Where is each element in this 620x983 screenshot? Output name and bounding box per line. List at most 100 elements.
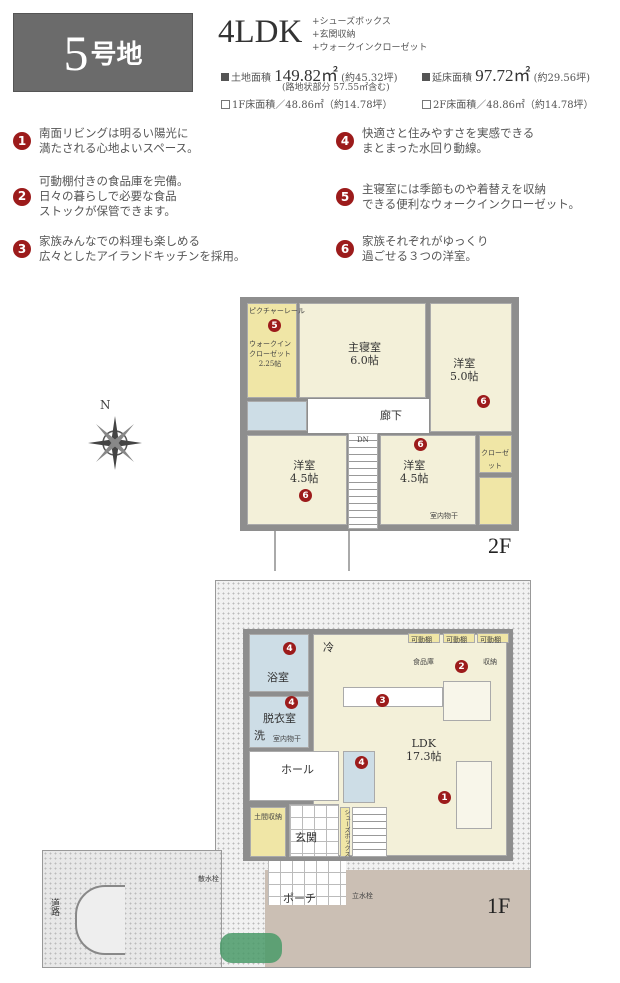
master-bedroom <box>299 303 426 398</box>
floor2-area: 2F床面積／48.86㎡（約14.78坪） <box>422 96 594 111</box>
walk-in-closet <box>247 303 297 398</box>
marker-3-icon: 3 <box>376 694 389 707</box>
square-icon <box>221 73 229 81</box>
indoor-drying-label: 室内物干 <box>273 735 301 743</box>
floor1-area-text: 1F床面積／48.86㎡（約14.78坪） <box>232 100 393 111</box>
hallway <box>308 399 429 433</box>
doma-storage-label: 土間収納 <box>254 813 282 821</box>
extra-item: +玄関収納 <box>312 30 356 40</box>
total-floor-value: 97.72㎡ <box>475 66 531 85</box>
feature-line: 主寝室には季節ものや着替えを収納 <box>362 182 546 196</box>
feature-line: できる便利なウォークインクローゼット。 <box>362 197 581 211</box>
square-icon <box>422 73 430 81</box>
porch-label: ポーチ <box>283 892 316 905</box>
feature-line: まとまった水回り動線。 <box>362 141 489 155</box>
extra-item: +シューズボックス <box>312 17 391 27</box>
wic-name: クローゼット <box>249 350 291 358</box>
shoebox-label: シューズボックス <box>343 809 350 857</box>
western-room-45-left <box>247 435 347 525</box>
marker-6-icon: 6 <box>477 395 490 408</box>
balcony-post <box>348 531 350 571</box>
feature-line: 可動棚付きの食品庫を完備。 <box>39 174 189 188</box>
entrance-label: 玄関 <box>295 831 317 844</box>
extra-item: +ウォークインクローゼット <box>312 43 428 53</box>
room-name: 洋室 <box>293 459 316 472</box>
hall-label: ホール <box>281 763 314 776</box>
number-badge-icon: 2 <box>13 187 31 206</box>
total-floor-label: 延床面積 <box>432 73 472 84</box>
hallway-label: 廊下 <box>380 409 402 422</box>
stairs-down-label: DN <box>357 436 369 444</box>
marker-6-icon: 6 <box>414 438 427 451</box>
washer-label: 洗 <box>254 729 265 742</box>
floor-label-2f: 2F <box>488 533 512 558</box>
land-area-label: 土地面積 <box>231 73 271 84</box>
room-size: 5.0帖 <box>450 370 479 383</box>
wic-name: ウォークイン <box>249 340 291 348</box>
marker-4-icon: 4 <box>283 642 296 655</box>
fridge-label: 冷 <box>323 641 334 654</box>
bathroom <box>249 634 309 692</box>
feature-line: 快適さと住みやすさを実感できる <box>362 126 535 140</box>
land-area-tsubo: (約45.32坪) <box>341 73 398 84</box>
staircase <box>348 433 378 529</box>
staircase <box>352 807 387 857</box>
shelf-label: 可動棚 <box>411 636 432 644</box>
standing-tap-label: 立水栓 <box>352 892 373 900</box>
feature-5: 5 主寝室には季節ものや着替えを収納できる便利なウォークインクローゼット。 <box>336 182 620 212</box>
room-size: 4.5帖 <box>290 472 319 485</box>
balcony-post <box>274 531 276 571</box>
marker-1-icon: 1 <box>438 791 451 804</box>
sofa <box>456 761 492 829</box>
car-icon <box>75 885 125 955</box>
movable-shelf <box>443 633 475 643</box>
feature-2: 2 可動棚付きの食品庫を完備。日々の暮らしで必要な食品ストックが保管できます。 <box>13 174 303 219</box>
plan-type: 4LDK <box>218 14 303 50</box>
feature-line: 日々の暮らしで必要な食品 <box>39 189 177 203</box>
lot-number: 5 <box>63 24 89 81</box>
number-badge-icon: 3 <box>13 240 31 258</box>
feature-line: 家族みんなでの料理も楽しめる <box>39 234 200 248</box>
dressing-room-label: 脱衣室 <box>263 712 296 725</box>
western-room-45-right <box>380 435 476 525</box>
number-badge-icon: 4 <box>336 132 354 150</box>
feature-line: 過ごせる３つの洋室。 <box>362 249 477 263</box>
storage-label: 収納 <box>483 658 497 666</box>
room-name: LDK <box>411 737 436 750</box>
doma-storage <box>250 807 286 857</box>
room-name: 洋室 <box>453 357 476 370</box>
floor2-area-text: 2F床面積／48.86㎡（約14.78坪） <box>433 100 594 111</box>
shelf-label: 可動棚 <box>446 636 467 644</box>
feature-line: 満たされる心地よいスペース。 <box>39 141 199 155</box>
room-name: 洋室 <box>403 459 426 472</box>
feature-line: ストックが保管できます。 <box>39 204 176 218</box>
lot-suffix: 号地 <box>90 40 143 70</box>
room-size: 6.0帖 <box>350 354 379 367</box>
number-badge-icon: 1 <box>13 132 31 150</box>
toilet-2f <box>247 401 307 431</box>
number-badge-icon: 5 <box>336 188 354 206</box>
plan-extras: +シューズボックス +玄関収納 +ウォークインクローゼット <box>312 16 428 55</box>
feature-line: 家族それぞれがゆっくり <box>362 234 489 248</box>
room-size: 17.3帖 <box>406 750 442 763</box>
entrance <box>289 804 339 857</box>
hall <box>249 751 339 801</box>
room-name: 主寝室 <box>348 341 381 354</box>
room-size: 4.5帖 <box>400 472 429 485</box>
shelf-label: 可動棚 <box>480 636 501 644</box>
indoor-drying-label: 室内物干 <box>430 512 458 520</box>
square-outline-icon <box>221 100 230 109</box>
porch <box>268 860 346 905</box>
marker-5-icon: 5 <box>268 319 281 332</box>
driveway <box>42 850 222 968</box>
marker-2-icon: 2 <box>455 660 468 673</box>
lot-number-badge: 5 号地 <box>13 13 193 92</box>
closet <box>479 435 512 473</box>
marker-4-icon: 4 <box>355 756 368 769</box>
